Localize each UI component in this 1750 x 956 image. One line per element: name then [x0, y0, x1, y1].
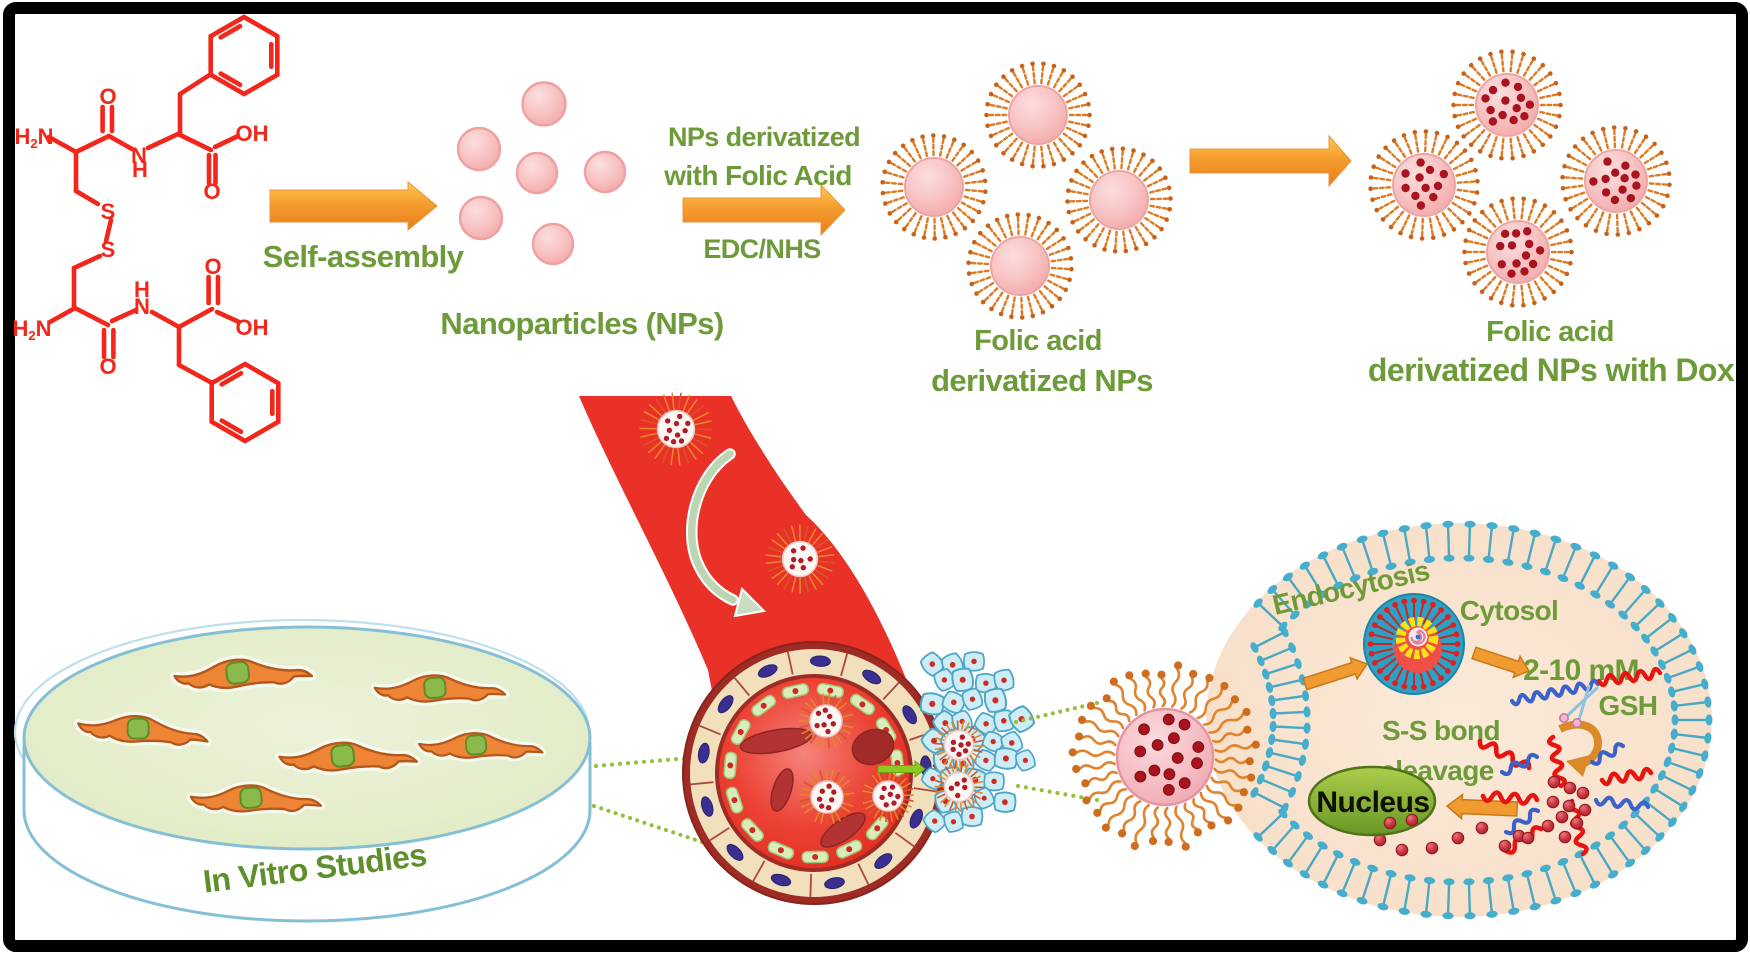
svg-text:Folic acid: Folic acid [1486, 316, 1614, 348]
svg-text:S-S bond: S-S bond [1382, 715, 1500, 746]
svg-text:N: N [131, 143, 147, 168]
svg-text:Nucleus: Nucleus [1316, 786, 1429, 819]
svg-text:Self-assembly: Self-assembly [263, 239, 465, 274]
svg-text:O: O [204, 254, 221, 279]
svg-text:S: S [101, 237, 116, 262]
svg-text:EDC/NHS: EDC/NHS [703, 234, 820, 264]
svg-text:Folic acid: Folic acid [974, 325, 1102, 357]
svg-text:O: O [99, 84, 116, 109]
svg-text:derivatized NPs: derivatized NPs [931, 363, 1153, 398]
svg-text:NPs derivatized: NPs derivatized [668, 122, 860, 152]
svg-text:O: O [203, 179, 220, 204]
svg-text:H: H [132, 157, 148, 182]
svg-text:Nanoparticles (NPs): Nanoparticles (NPs) [440, 306, 723, 341]
svg-text:GSH: GSH [1599, 690, 1658, 721]
svg-text:Cytosol: Cytosol [1460, 595, 1558, 626]
svg-text:H: H [134, 277, 150, 302]
svg-text:N: N [134, 294, 150, 319]
svg-text:derivatized NPs with Dox: derivatized NPs with Dox [1368, 352, 1735, 388]
svg-text:H2N: H2N [12, 316, 51, 343]
svg-text:H2N: H2N [14, 124, 53, 151]
svg-text:O: O [99, 354, 116, 379]
svg-text:S: S [101, 199, 116, 224]
svg-text:with Folic Acid: with Folic Acid [663, 160, 852, 191]
svg-text:OH: OH [236, 315, 269, 340]
svg-text:OH: OH [236, 121, 269, 146]
